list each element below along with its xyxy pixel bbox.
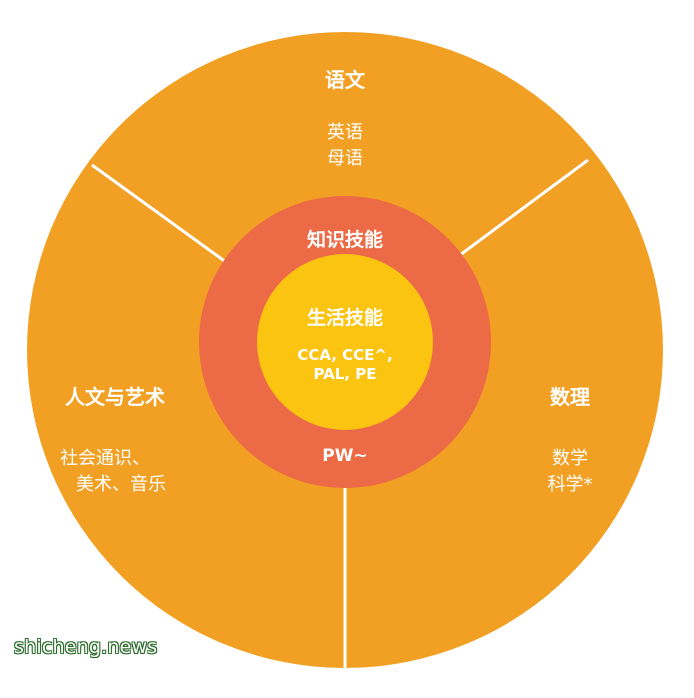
middle-ring-title: 知识技能 xyxy=(306,229,383,251)
inner-core-line: PAL, PE xyxy=(313,365,377,383)
sector-right-item: 科学* xyxy=(547,474,593,495)
inner-core-lines: CCA, CCE^, PAL, PE xyxy=(265,346,425,384)
sector-left-title: 人文与艺术 xyxy=(65,385,165,409)
sector-top-item: 母语 xyxy=(327,148,363,169)
sector-left-item: 社会通识、 xyxy=(60,448,150,469)
sector-top-items: 英语 母语 xyxy=(295,120,395,172)
watermark: shicheng.news xyxy=(14,636,158,658)
sector-right-item: 数学 xyxy=(552,448,588,469)
sector-top-item: 英语 xyxy=(327,122,363,143)
sector-left-items: 社会通识、 美术、音乐 xyxy=(40,446,190,498)
sector-top-title: 语文 xyxy=(325,68,365,92)
inner-core-line: CCA, CCE^, xyxy=(297,346,393,364)
inner-core-title: 生活技能 xyxy=(306,307,383,329)
divider-right xyxy=(455,158,589,260)
sector-right-items: 数学 科学* xyxy=(530,446,610,498)
sector-left-item: 美术、音乐 xyxy=(76,474,166,495)
sector-right-title: 数理 xyxy=(550,385,590,409)
divider-left xyxy=(91,163,231,267)
middle-ring-footer: PW~ xyxy=(322,446,368,466)
inner-core xyxy=(257,254,433,430)
